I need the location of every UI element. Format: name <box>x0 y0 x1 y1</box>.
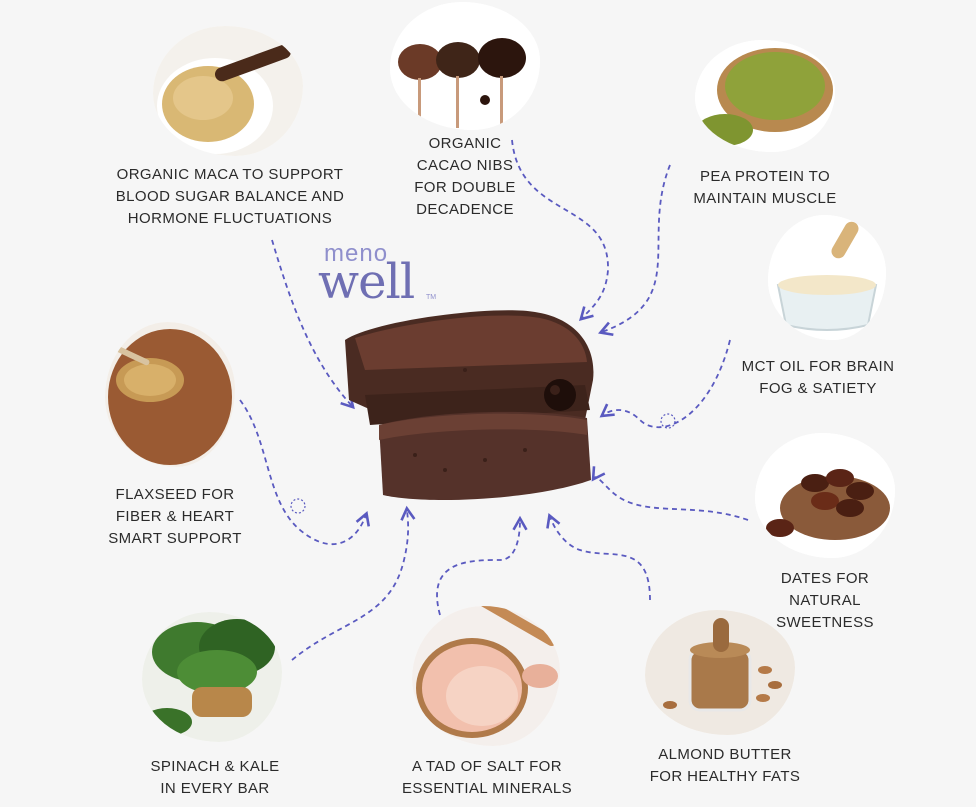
almond-butter-photo <box>645 610 795 735</box>
arrow-salt <box>436 515 528 616</box>
flaxseed-photo <box>105 322 235 467</box>
salt-label: A TAD OF SALT FOR ESSENTIAL MINERALS <box>401 758 573 797</box>
cacao-photo <box>390 2 540 130</box>
logo-trademark: TM <box>426 294 437 301</box>
almond-butter-label: ALMOND BUTTER FOR HEALTHY FATS <box>649 746 801 785</box>
arrow-node-mct <box>660 413 676 429</box>
logo-well-text: well <box>318 254 415 310</box>
dates-photo <box>755 433 895 558</box>
menowell-logo: meno well TM <box>318 240 438 310</box>
logo-meno-text: meno <box>324 240 389 267</box>
salt-photo <box>412 606 560 746</box>
pea-protein-label: PEA PROTEIN TO MAINTAIN MUSCLE <box>693 168 837 207</box>
spinach-kale-photo <box>142 612 282 742</box>
chocolate-bar-image <box>335 300 600 505</box>
arrow-almond <box>546 513 651 601</box>
maca-photo <box>153 26 303 156</box>
mct-oil-label: MCT OIL FOR BRAIN FOG & SATIETY <box>741 358 895 397</box>
cacao-label: ORGANIC CACAO NIBS FOR DOUBLE DECADENCE <box>414 135 516 218</box>
dates-label: DATES FOR NATURAL SWEETNESS <box>776 570 874 631</box>
maca-label: ORGANIC MACA TO SUPPORT BLOOD SUGAR BALA… <box>115 166 345 227</box>
flaxseed-label: FLAXSEED FOR FIBER & HEART SMART SUPPORT <box>108 486 242 547</box>
mct-oil-photo <box>768 215 886 340</box>
arrow-spinach <box>291 505 416 661</box>
arrow-mct <box>599 339 731 429</box>
arrow-pea <box>598 164 671 337</box>
arrow-node-flax <box>290 498 306 514</box>
spinach-kale-label: SPINACH & KALE IN EVERY BAR <box>150 758 280 797</box>
arrow-dates <box>591 466 749 521</box>
pea-protein-photo <box>695 40 835 152</box>
